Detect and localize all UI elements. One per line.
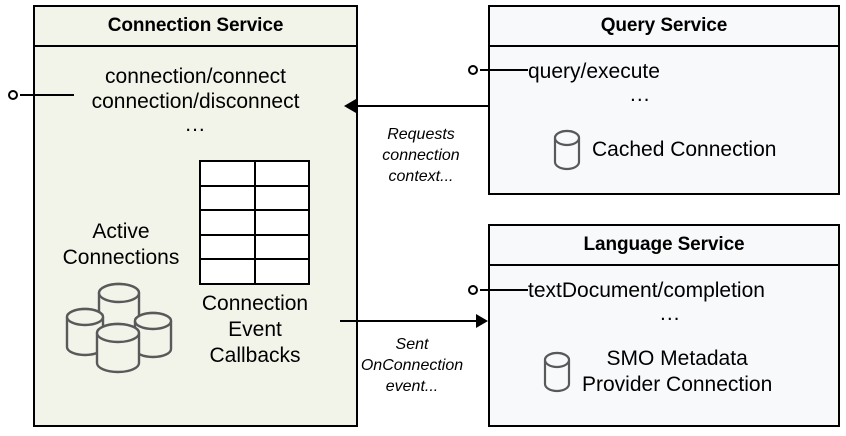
connector-label-line1: Sent (395, 336, 429, 353)
operation-connection-disconnect[interactable]: connection/disconnect (91, 90, 300, 113)
connection-service-title: Connection Service (35, 7, 356, 47)
arrowhead-right-icon (476, 314, 488, 328)
cached-connection-label: Cached Connection (592, 138, 777, 161)
table-cell (256, 187, 309, 210)
connector-line (356, 105, 489, 107)
database-stack-icon (55, 275, 195, 375)
table-cell (201, 235, 256, 259)
component-language-service[interactable]: Language Service textDocument/completion… (488, 224, 840, 427)
query-service-operations: query/execute ... (490, 59, 838, 106)
table-cell (201, 260, 256, 283)
connection-event-callbacks-label: Connection Event Callbacks (180, 291, 330, 369)
connector-label-line2: OnConnection (360, 357, 464, 374)
language-service-title: Language Service (490, 226, 838, 266)
connector-label-sent-onconnection-event: Sent OnConnection event... (338, 334, 486, 397)
connection-service-operations-ellipsis: ... (185, 113, 206, 136)
query-service-title: Query Service (490, 7, 838, 47)
smo-metadata-provider-connection-artifact: SMO Metadata Provider Connection (542, 346, 772, 398)
table-row (201, 162, 308, 187)
table-cell (201, 211, 256, 234)
arrowhead-left-icon (344, 99, 356, 113)
active-connections-label-line2: Connections (62, 246, 180, 269)
lollipop-stem (20, 94, 74, 96)
database-cylinder-icon (552, 129, 582, 171)
lollipop-circle-icon (468, 285, 478, 295)
component-query-service[interactable]: Query Service query/execute ... Cached C… (488, 5, 840, 195)
query-service-operations-ellipsis: ... (630, 83, 651, 106)
smo-metadata-label-line1: SMO Metadata (606, 347, 748, 370)
table-row (201, 211, 308, 236)
smo-metadata-label-line2: Provider Connection (582, 373, 773, 396)
query-service-body: query/execute ... Cached Connection (490, 47, 838, 193)
language-service-operations: textDocument/completion ... (490, 278, 838, 325)
operation-query-execute[interactable]: query/execute (528, 60, 660, 83)
language-service-body: textDocument/completion ... SMO Metadata… (490, 266, 838, 425)
connector-label-line2: connection (382, 147, 460, 164)
connector-line (340, 320, 477, 322)
lollipop-circle-icon (468, 65, 478, 75)
table-icon (199, 160, 310, 285)
connection-service-body: connection/connect connection/disconnect… (35, 47, 356, 425)
table-row (201, 260, 308, 283)
table-cell (256, 236, 309, 259)
cached-connection-artifact: Cached Connection (552, 129, 776, 171)
active-connections-label: Active Connections (41, 219, 201, 271)
connector-label-line3: event... (385, 378, 439, 395)
connection-event-callbacks-label-line3: Callbacks (209, 344, 301, 367)
table-cell (256, 260, 309, 283)
lollipop-stem (480, 69, 528, 71)
table-cell (201, 186, 256, 210)
connection-service-provided-interface-icon[interactable] (8, 88, 74, 104)
table-cell (201, 162, 256, 185)
connection-event-callbacks-label-line1: Connection (201, 292, 309, 315)
connector-label-line3: context... (388, 168, 454, 185)
language-service-provided-interface-icon[interactable] (468, 283, 528, 299)
operation-textdocument-completion[interactable]: textDocument/completion (528, 279, 765, 302)
smo-metadata-provider-connection-label: SMO Metadata Provider Connection (582, 346, 772, 398)
connection-service-operations: connection/connect connection/disconnect… (35, 64, 356, 136)
connector-label-line1: Requests (387, 126, 455, 143)
database-cylinder-icon (542, 351, 572, 393)
table-cell (256, 162, 309, 185)
connection-event-callbacks-label-line2: Event (228, 318, 282, 341)
lollipop-stem (480, 289, 528, 291)
query-service-provided-interface-icon[interactable] (468, 63, 528, 79)
active-connections-label-line1: Active (92, 220, 150, 243)
table-row (201, 235, 309, 261)
connector-label-requests-connection-context: Requests connection context... (358, 124, 484, 187)
operation-connection-connect[interactable]: connection/connect (105, 65, 286, 88)
table-cell (256, 211, 309, 234)
lollipop-circle-icon (8, 90, 18, 100)
table-row (201, 186, 309, 212)
component-connection-service[interactable]: Connection Service connection/connect co… (33, 5, 358, 427)
language-service-operations-ellipsis: ... (660, 302, 681, 325)
